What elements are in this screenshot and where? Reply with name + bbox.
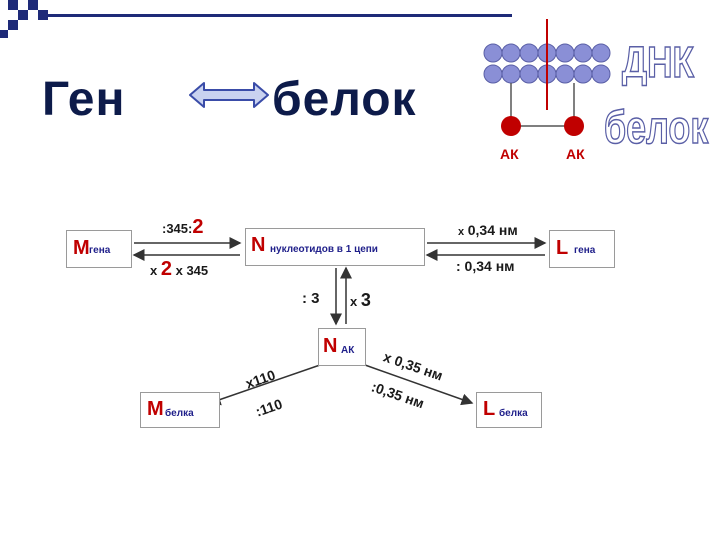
protein-word: белок — [603, 100, 709, 154]
label-div-3: : 3 — [302, 290, 320, 307]
label-div-034: : 0,34 нм — [456, 258, 515, 274]
ak-label-left: АК — [500, 146, 519, 162]
header-rule — [42, 14, 512, 17]
ak-label-right: АК — [566, 146, 585, 162]
double-arrow-icon — [189, 82, 269, 108]
node-l-gena: L гена — [549, 230, 615, 268]
node-l-belka: L белка — [476, 392, 542, 428]
label-mul-3: x 3 — [350, 290, 371, 310]
node-n-nucleotides: N нуклеотидов в 1 цепи — [245, 228, 425, 266]
label-mul-034: x 0,34 нм — [458, 222, 518, 238]
dna-diagram — [483, 19, 611, 136]
title-gen: Ген — [42, 73, 126, 126]
label-div-345: :345:2 — [162, 216, 204, 238]
node-n-ak: N АК — [318, 328, 366, 366]
dna-word: ДНК — [621, 37, 694, 88]
node-m-gena: M гена — [66, 230, 132, 268]
label-mul-2-345: x 2 x 345 — [150, 258, 209, 280]
title-belok: белок — [272, 73, 417, 126]
node-m-belka: M белка — [140, 392, 220, 428]
